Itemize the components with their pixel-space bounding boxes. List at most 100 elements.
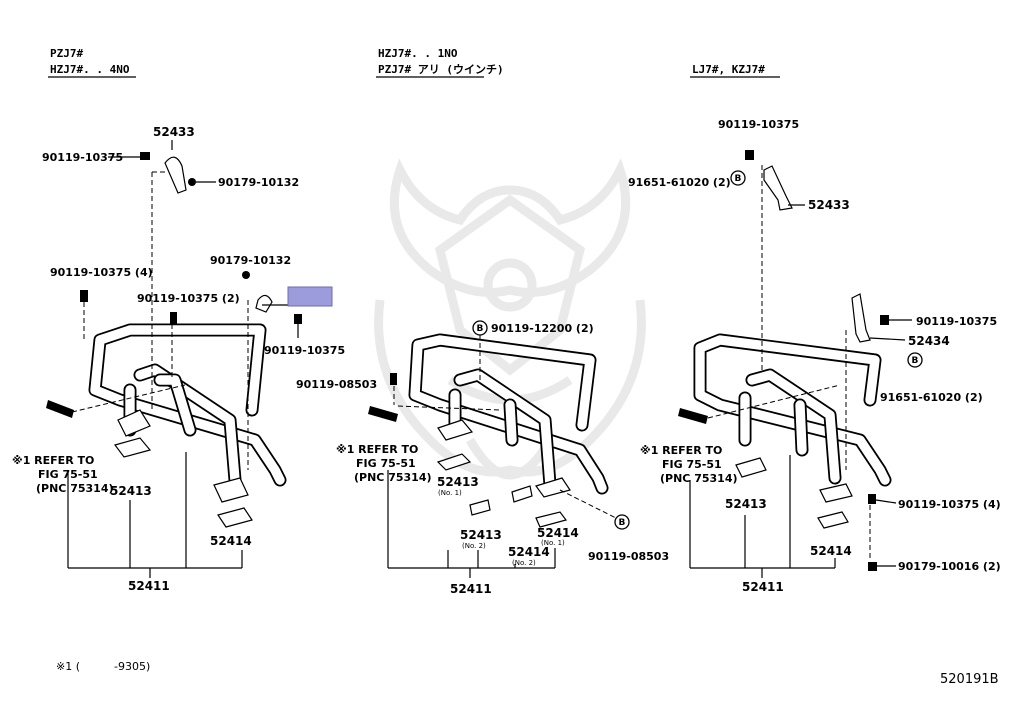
middle-guard-tube [408, 333, 609, 495]
label-right-bolt-r: 90119-10375 [916, 315, 997, 328]
label-right-refer3: (PNC 75314) [660, 472, 738, 485]
label-right-clip1: 91651-61020 (2) [628, 176, 731, 189]
right-emblem [678, 408, 708, 424]
header-mid-line2: PZJ7# アリ (ウインチ) [378, 63, 504, 76]
label-mid-52414a: 52414 [537, 526, 579, 540]
mid-dash-4 [559, 489, 617, 519]
right-marker-b-1-text: B [735, 174, 742, 184]
right-leader-3 [875, 499, 897, 504]
label-mid-08503b: 90119-08503 [588, 550, 669, 563]
left-bracket-52433 [164, 156, 187, 194]
label-mid-refer3: (PNC 75314) [354, 471, 432, 484]
diagram-part-number: 520191B [940, 672, 999, 687]
label-right-bolt-top: 90119-10375 [718, 118, 799, 131]
label-left-bolt2: 90119-10375 (2) [137, 292, 240, 305]
left-bracket-small [255, 294, 273, 313]
label-mid-refer2: FIG 75-51 [356, 457, 416, 470]
label-left-52414: 52414 [210, 534, 252, 548]
footnote-range: -9305) [114, 660, 150, 673]
mid-foot-plate-1 [437, 419, 474, 441]
right-bracket-52434 [851, 293, 871, 343]
right-bolt-top-icon [745, 150, 754, 160]
label-mid-08503a: 90119-08503 [296, 378, 377, 391]
label-right-52411: 52411 [742, 580, 784, 594]
right-plate-52413 [735, 457, 767, 478]
left-bolt-low-icon [294, 314, 302, 324]
label-mid-12200: 90119-12200 (2) [491, 322, 594, 335]
mid-marker-b-bottom [614, 514, 630, 530]
label-right-refer2: FIG 75-51 [662, 458, 722, 471]
label-right-52413: 52413 [725, 497, 767, 511]
right-marker-b-2-text: B [912, 356, 919, 366]
header-mid-line1: HZJ7#. . 1NO [378, 47, 458, 60]
label-left-52433: 52433 [153, 125, 195, 139]
right-bolt4-icon [868, 494, 876, 504]
right-guard-tube [693, 333, 892, 487]
right-nut2-icon [868, 562, 877, 571]
label-mid-no2b: (No. 2) [512, 559, 536, 567]
header-left-line1: PZJ7# [50, 47, 83, 60]
mid-plate-52414-no2 [511, 485, 533, 503]
right-plate-52414 [817, 511, 849, 529]
left-assembly: 52433 90119-10375 90179-10132 90119-1037… [12, 125, 345, 593]
label-right-52414: 52414 [810, 544, 852, 558]
label-left-bolt-low: 90119-10375 [264, 344, 345, 357]
label-right-nut2: 90179-10016 (2) [898, 560, 1001, 573]
header-right-line1: LJ7#, KZJ7# [692, 63, 765, 76]
left-foot-plate-2 [213, 477, 249, 503]
label-mid-no2a: (No. 2) [462, 542, 486, 550]
left-plate-52413 [113, 437, 152, 458]
label-right-refer1: ※1 REFER TO [640, 444, 722, 457]
mid-plate-52414-no1 [535, 511, 568, 528]
right-foot-plate [819, 483, 853, 503]
right-marker-b-2 [907, 352, 923, 368]
label-left-bolt4: 90119-10375 (4) [50, 266, 153, 279]
left-foot-plate-1 [117, 409, 151, 437]
header-left-line2: HZJ7#. . 4NO [50, 63, 130, 76]
footnote-mark: ※1 ( [56, 660, 80, 673]
right-marker-b-1 [730, 170, 746, 186]
left-plate-52414 [217, 507, 253, 528]
left-dash-6 [71, 384, 186, 413]
label-left-refer2: FIG 75-51 [38, 468, 98, 481]
left-guard-tube [88, 323, 287, 487]
label-left-refer3: (PNC 75314) [36, 482, 114, 495]
label-left-refer1: ※1 REFER TO [12, 454, 94, 467]
left-bolt4-icon [80, 290, 88, 302]
mid-bolt-08503-icon [390, 373, 397, 385]
label-left-52413: 52413 [110, 484, 152, 498]
middle-assembly: B B 90119-12200 (2) 90119-08503 ※1 REFER… [296, 320, 669, 596]
right-dash-2 [707, 384, 841, 419]
mid-emblem [368, 406, 398, 422]
label-right-clip2: 91651-61020 (2) [880, 391, 983, 404]
label-mid-52414b: 52414 [508, 545, 550, 559]
label-mid-no1a: (No. 1) [438, 489, 462, 497]
label-right-52433: 52433 [808, 198, 850, 212]
mid-marker-b-top-text: B [477, 324, 484, 334]
right-bracket-52433 [763, 165, 793, 211]
mid-plate-52413-no2 [469, 499, 491, 516]
left-bolt-top-icon [140, 152, 150, 160]
mid-marker-b-bottom-text: B [619, 518, 626, 528]
left-emblem [46, 400, 74, 418]
label-left-52411: 52411 [128, 579, 170, 593]
label-mid-52413b: 52413 [460, 528, 502, 542]
label-left-nut-top: 90179-10132 [218, 176, 299, 189]
mid-foot-plate-2 [535, 477, 571, 498]
label-left-nut-mid: 90179-10132 [210, 254, 291, 267]
left-bolt2-icon [170, 312, 177, 324]
label-mid-52411: 52411 [450, 582, 492, 596]
right-bolt-r-icon [880, 315, 889, 325]
label-right-bolt4: 90119-10375 (4) [898, 498, 1001, 511]
left-highlight-box[interactable] [287, 286, 333, 307]
label-mid-refer1: ※1 REFER TO [336, 443, 418, 456]
label-mid-no1b: (No. 1) [541, 539, 565, 547]
left-nut-mid-icon [242, 271, 250, 279]
mid-dash-3 [397, 405, 501, 411]
label-mid-52413a: 52413 [437, 475, 479, 489]
label-right-52434: 52434 [908, 334, 950, 348]
left-nut-top-icon [188, 178, 196, 186]
right-assembly: B B 90119-10375 91651-61020 (2) 52433 90… [628, 118, 1001, 594]
mid-plate-52413-no1 [436, 453, 472, 471]
